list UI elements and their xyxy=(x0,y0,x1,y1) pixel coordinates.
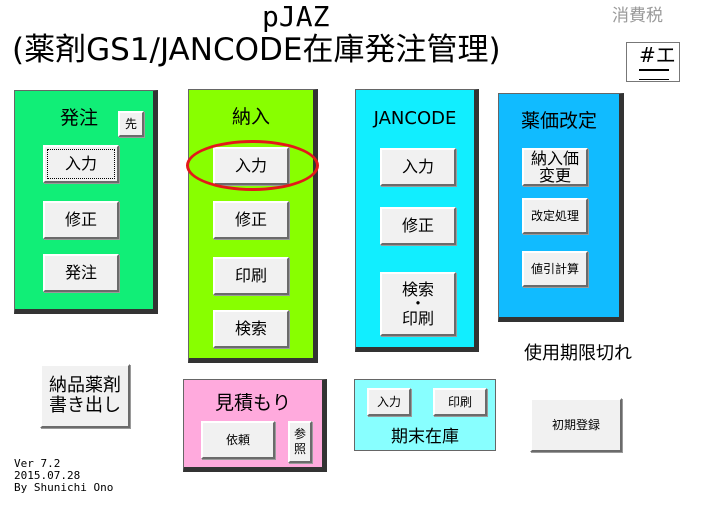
highlight-circle xyxy=(186,140,319,191)
version-number: Ver 7.2 xyxy=(14,457,61,470)
period-end-input-button[interactable]: 入力 xyxy=(367,388,411,416)
jancode-panel-title: JANCODE xyxy=(373,108,457,129)
estimate-ref-line1: 参 xyxy=(293,427,306,441)
estimate-ref-button[interactable]: 参 照 xyxy=(288,421,312,463)
jancode-panel: JANCODE 入力 修正 検索 ・ 印刷 xyxy=(355,89,479,352)
delivery-panel: 納入 入力 修正 印刷 検索 xyxy=(188,89,318,363)
initial-register-button[interactable]: 初期登録 xyxy=(530,398,622,452)
order-input-button[interactable]: 入力 xyxy=(43,145,119,183)
estimate-panel-title: 見積もり xyxy=(214,392,291,414)
version-date: 2015.07.28 xyxy=(14,469,81,482)
jancode-print-label: 印刷 xyxy=(401,309,434,328)
export-delivered-button[interactable]: 納品薬剤 書き出し xyxy=(40,364,130,428)
delivery-search-button[interactable]: 検索 xyxy=(213,310,289,348)
jancode-dot-label: ・ xyxy=(409,294,426,313)
order-panel-title: 発注 xyxy=(59,107,98,129)
expired-label[interactable]: 使用期限切れ xyxy=(520,342,672,376)
delivery-edit-button[interactable]: 修正 xyxy=(213,201,289,239)
period-end-title: 期末在庫 xyxy=(391,427,459,447)
e-field-rule xyxy=(639,69,669,71)
estimate-panel: 見積もり 依頼 参 照 xyxy=(183,379,327,472)
e-field-text: #エ xyxy=(639,43,676,67)
estimate-ref-line2: 照 xyxy=(293,442,306,456)
e-field-rule2 xyxy=(639,79,669,80)
delivery-print-button[interactable]: 印刷 xyxy=(213,257,289,295)
estimate-request-button[interactable]: 依頼 xyxy=(201,421,275,459)
jancode-input-button[interactable]: 入力 xyxy=(380,148,456,186)
period-end-print-button[interactable]: 印刷 xyxy=(433,388,487,416)
price-change-line1: 納入価 xyxy=(530,149,579,168)
jancode-edit-button[interactable]: 修正 xyxy=(380,207,456,245)
price-change-line2: 変更 xyxy=(538,166,571,185)
jancode-search-label: 検索 xyxy=(401,280,434,299)
price-panel-title: 薬価改定 xyxy=(520,110,597,132)
order-send-button[interactable]: 発注 xyxy=(43,254,119,292)
e-field[interactable]: #エ xyxy=(626,42,680,82)
version-author: By Shunichi Ono xyxy=(14,481,114,494)
period-end-panel: 入力 印刷 期末在庫 xyxy=(354,379,496,451)
jancode-search-print-button[interactable]: 検索 ・ 印刷 xyxy=(380,272,456,336)
app-title: pJAZ xyxy=(262,0,330,33)
app-subtitle: (薬剤GS1/JANCODE在庫発注管理) xyxy=(12,32,501,68)
order-first-button[interactable]: 先 xyxy=(118,111,144,137)
order-edit-button[interactable]: 修正 xyxy=(43,201,119,239)
export-line2: 書き出し xyxy=(49,395,121,416)
tax-label: 消費税 xyxy=(612,6,663,26)
order-panel: 発注 先 入力 修正 発注 xyxy=(14,90,158,314)
price-panel: 薬価改定 納入価 変更 改定処理 値引計算 xyxy=(498,93,624,322)
delivery-panel-title: 納入 xyxy=(231,106,270,128)
price-change-button[interactable]: 納入価 変更 xyxy=(522,148,588,186)
price-revise-button[interactable]: 改定処理 xyxy=(522,198,588,234)
price-discount-button[interactable]: 値引計算 xyxy=(522,251,588,287)
export-line1: 納品薬剤 xyxy=(49,375,121,396)
